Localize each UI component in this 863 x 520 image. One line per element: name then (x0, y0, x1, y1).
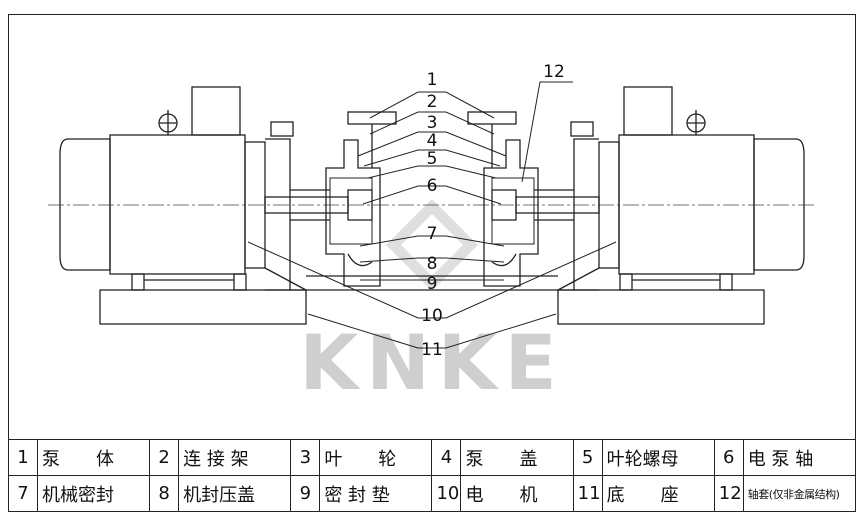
legend-number: 1 (8, 439, 38, 476)
legend-name: 密 封 垫 (319, 475, 433, 512)
callout-2: 2 (427, 92, 438, 112)
legend-name: 泵 体 (36, 439, 151, 476)
parts-legend-table: 1 泵 体 2 连 接 架 3 叶 轮 4 泵 盖 5 叶轮螺母 6 电 泵 轴… (8, 439, 857, 512)
drawing-frame (8, 14, 856, 512)
left-shaft (264, 196, 349, 214)
callout-9: 9 (427, 274, 438, 294)
callout-8: 8 (427, 254, 438, 274)
legend-number: 11 (572, 475, 603, 512)
legend-name: 轴套(仅非金属结构) (742, 475, 857, 512)
callout-6: 6 (427, 176, 438, 196)
legend-name: 叶轮螺母 (601, 439, 715, 476)
callout-12: 12 (543, 62, 565, 82)
watermark-logo (386, 199, 478, 291)
right-connecting-frame (534, 121, 600, 291)
left-base (99, 289, 307, 325)
callout-4: 4 (427, 131, 438, 151)
callout-10: 10 (421, 306, 443, 326)
legend-row: 7 机械密封 8 机封压盖 9 密 封 垫 10 电 机 11 底 座 12 轴… (8, 475, 857, 512)
legend-name: 电 机 (460, 475, 574, 512)
pump-assembly-drawing: KNKE (48, 62, 816, 407)
legend-name: 泵 盖 (460, 439, 574, 476)
legend-number: 9 (290, 475, 321, 512)
legend-number: 6 (713, 439, 744, 476)
legend-number: 4 (431, 439, 462, 476)
callout-5: 5 (427, 149, 438, 169)
left-motor (59, 86, 266, 291)
legend-number: 8 (149, 475, 180, 512)
left-connecting-frame (264, 121, 330, 291)
legend-number: 7 (8, 475, 38, 512)
callout-7: 7 (427, 224, 438, 244)
legend-name: 机械密封 (36, 475, 151, 512)
legend-name: 连 接 架 (178, 439, 292, 476)
legend-number: 2 (149, 439, 180, 476)
legend-name: 底 座 (601, 475, 715, 512)
legend-number: 5 (572, 439, 603, 476)
right-base (557, 289, 765, 325)
callout-3: 3 (427, 113, 438, 133)
watermark-text: KNKE (299, 318, 564, 407)
leader-lines (247, 81, 617, 349)
legend-name: 机封压盖 (178, 475, 292, 512)
legend-number: 10 (431, 475, 462, 512)
legend-name: 电 泵 轴 (742, 439, 857, 476)
callout-11: 11 (421, 340, 443, 360)
callout-numbers: 1 2 3 4 5 6 7 8 9 10 11 12 (421, 62, 565, 360)
legend-number: 12 (713, 475, 744, 512)
right-motor (598, 86, 805, 291)
callout-1: 1 (427, 70, 438, 90)
legend-number: 3 (290, 439, 321, 476)
pump-housing (290, 275, 574, 291)
right-shaft (515, 196, 600, 214)
legend-name: 叶 轮 (319, 439, 433, 476)
legend-row: 1 泵 体 2 连 接 架 3 叶 轮 4 泵 盖 5 叶轮螺母 6 电 泵 轴 (8, 439, 857, 476)
